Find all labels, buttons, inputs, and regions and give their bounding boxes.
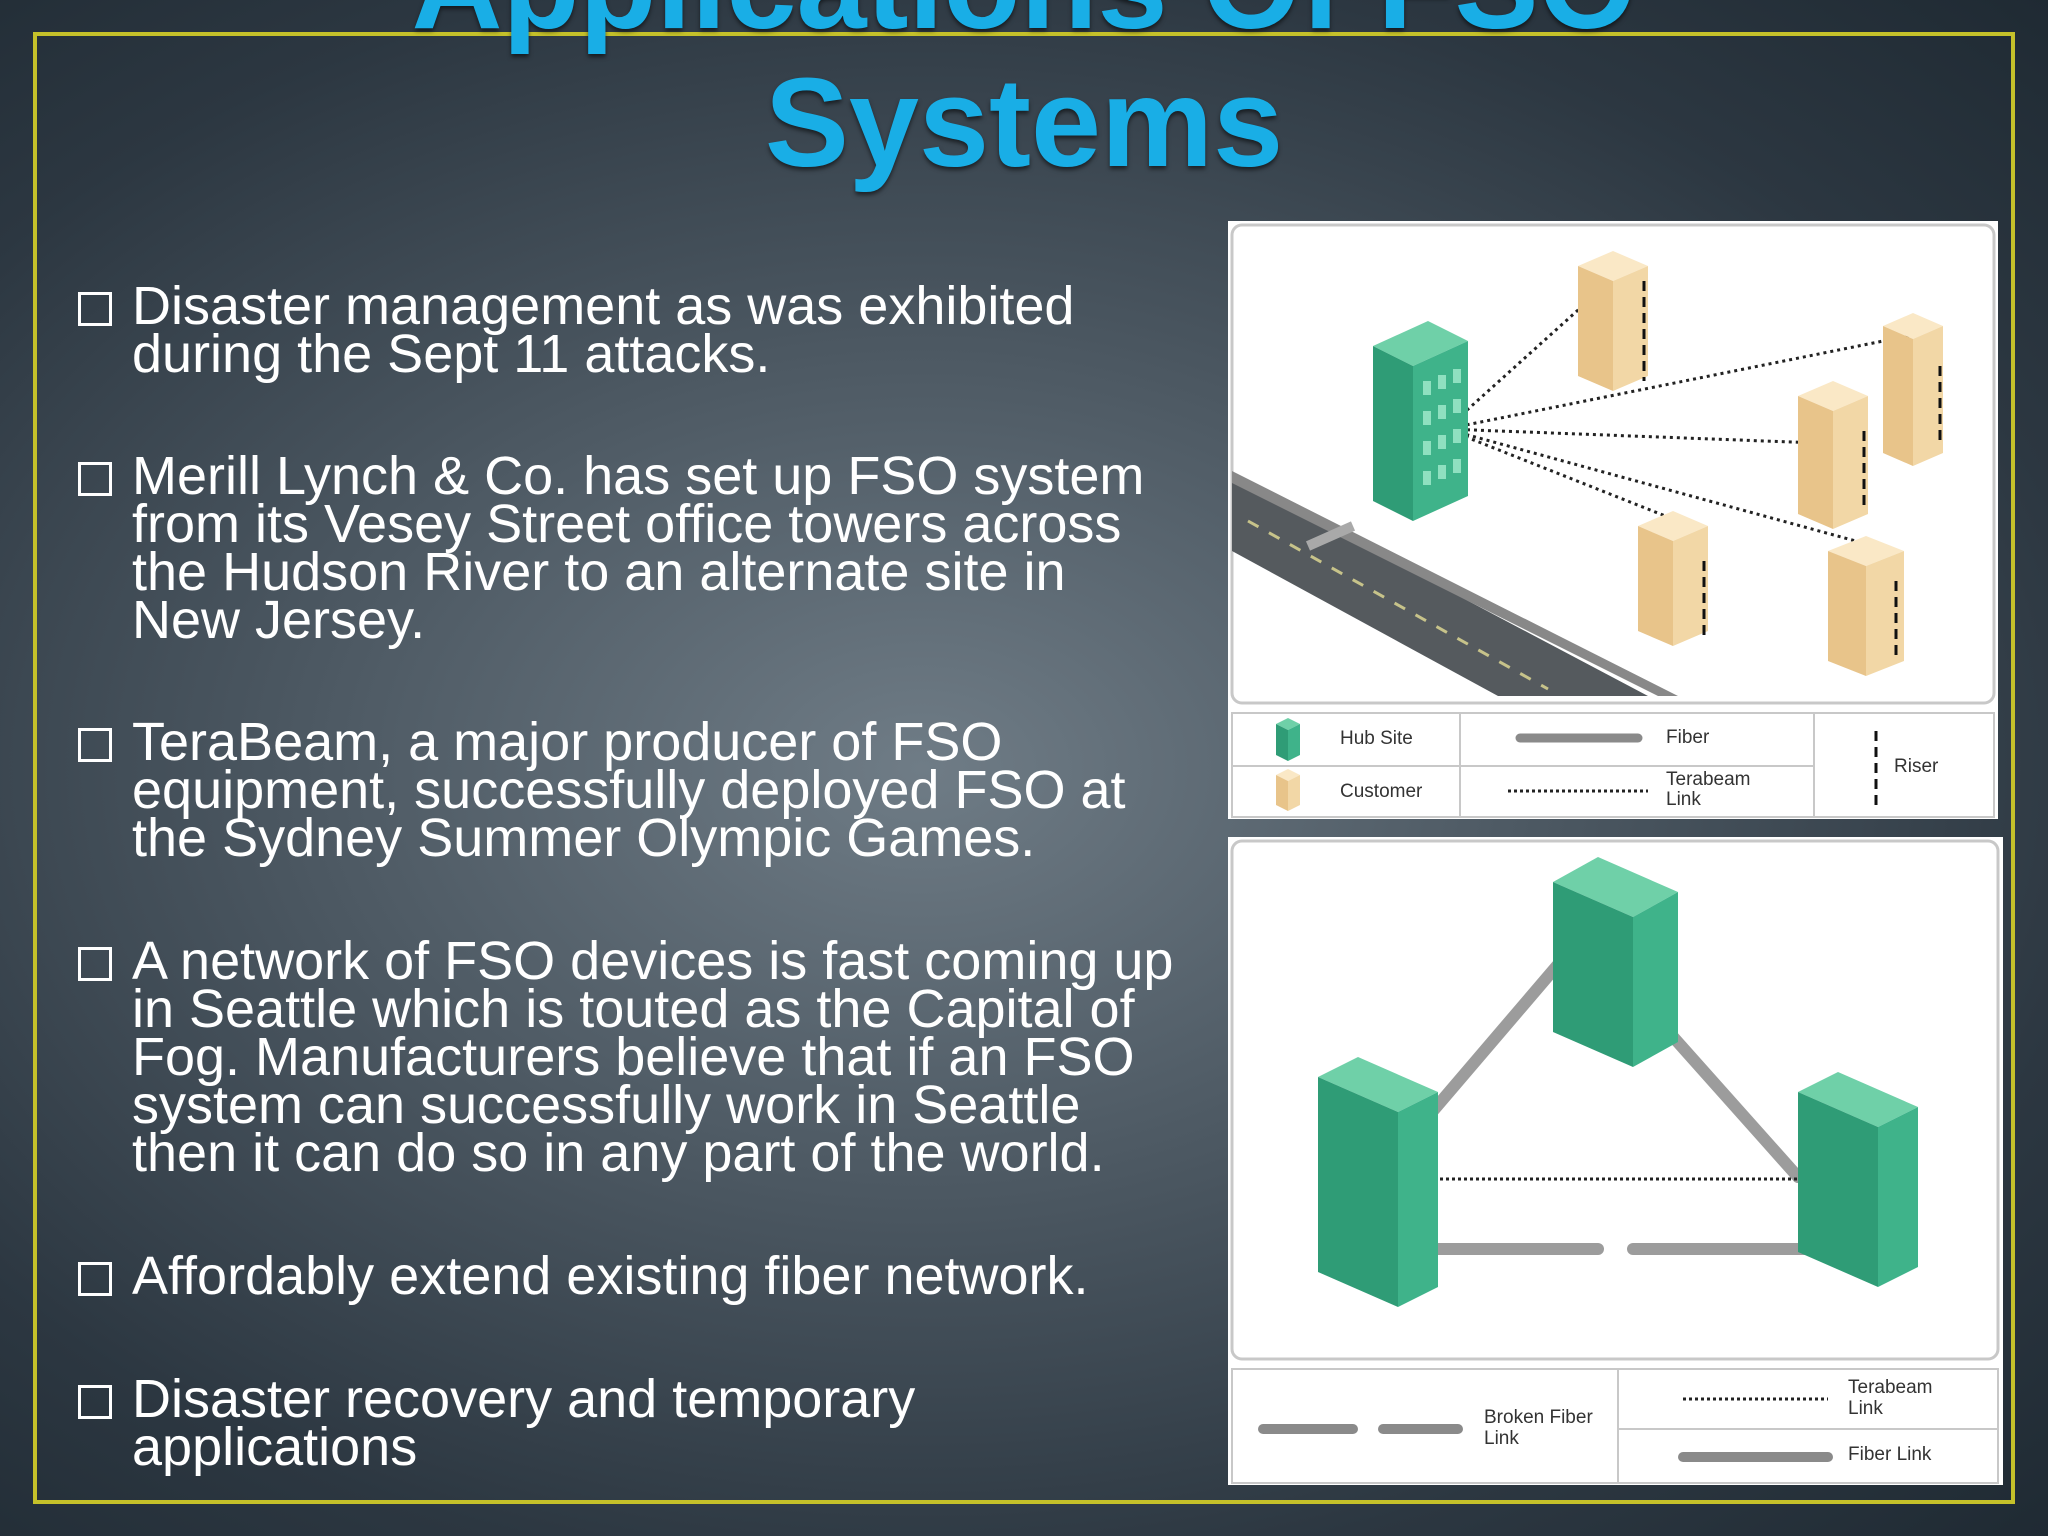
legend-terabeam-label: Terabeam Link — [1666, 769, 1751, 810]
hub-site-legend-icon — [1276, 718, 1300, 761]
bullet-text: Disaster recovery and temporary applicat… — [132, 1369, 916, 1477]
legend-terabeam-label: Terabeam Link — [1848, 1377, 1933, 1419]
legend-hub-site-label: Hub Site — [1340, 728, 1413, 749]
bullet-text: TeraBeam, a major producer of FSO equipm… — [132, 712, 1126, 868]
checkbox-bullet-icon — [78, 728, 112, 762]
hub-building-icon — [1373, 321, 1468, 521]
bullet-text: A network of FSO devices is fast coming … — [132, 931, 1174, 1183]
checkbox-bullet-icon — [78, 292, 112, 326]
checkbox-bullet-icon — [78, 947, 112, 981]
customer-building-icon — [1883, 313, 1943, 466]
bullet-text: Disaster management as was exhibited dur… — [132, 276, 1075, 384]
legend-riser-label: Riser — [1894, 756, 1939, 777]
hub-building-icon — [1798, 1072, 1918, 1287]
legend-fiber-label: Fiber — [1666, 727, 1710, 748]
slide-frame — [33, 32, 2015, 1504]
customer-building-icon — [1828, 536, 1904, 676]
fso-network-diagram: Hub Site Customer Fiber Terabeam Link Ri… — [1228, 221, 1998, 819]
checkbox-bullet-icon — [78, 1262, 112, 1296]
customer-building-icon — [1578, 251, 1648, 391]
checkbox-bullet-icon — [78, 1385, 112, 1419]
hub-building-icon — [1553, 857, 1678, 1067]
slide-title-line-2: Systems — [764, 52, 1284, 193]
fso-ring-diagram: Broken Fiber Link Terabeam Link Fiber Li… — [1228, 837, 2003, 1485]
legend — [1231, 712, 1995, 818]
slide-title-line-1: Applications Of FSO — [0, 0, 2048, 48]
legend-broken-fiber-label: Broken Fiber Link — [1484, 1407, 1593, 1449]
bullet-text: Affordably extend existing fiber network… — [132, 1246, 1089, 1306]
customer-legend-icon — [1276, 769, 1300, 811]
bullet-text: Merill Lynch & Co. has set up FSO system… — [132, 446, 1145, 650]
legend-customer-label: Customer — [1340, 781, 1423, 802]
checkbox-bullet-icon — [78, 462, 112, 496]
customer-building-icon — [1638, 511, 1708, 646]
hub-building-icon — [1318, 1057, 1438, 1307]
legend-fiber-link-label: Fiber Link — [1848, 1444, 1932, 1465]
terabeam-links — [1444, 281, 1914, 545]
fiber-line — [1305, 521, 1356, 551]
legend — [1231, 1368, 1999, 1484]
customer-building-icon — [1798, 381, 1868, 529]
